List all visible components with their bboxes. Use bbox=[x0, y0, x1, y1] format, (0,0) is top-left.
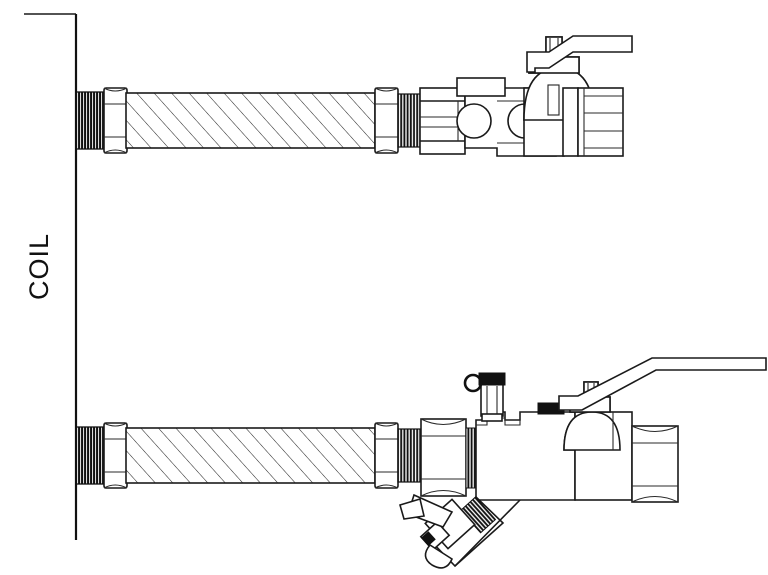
hex-nut-bottom-end bbox=[631, 425, 679, 503]
y-strainer-body bbox=[475, 411, 576, 501]
nipple-top-right bbox=[397, 93, 421, 148]
flex-hose-top bbox=[125, 92, 376, 149]
pt-test-port-1 bbox=[456, 103, 492, 139]
hex-nut-bottom-left bbox=[103, 422, 128, 489]
union-nut-top-end bbox=[562, 87, 624, 157]
nipple-top-left bbox=[75, 91, 106, 150]
hex-nut-top-right bbox=[374, 87, 399, 154]
union-hex-nut-strainer bbox=[420, 418, 467, 497]
lever-handle-top[interactable] bbox=[526, 35, 633, 73]
nipple-bottom-left bbox=[75, 426, 106, 485]
coil-label: COIL bbox=[24, 233, 54, 300]
blowdown-drain-valve[interactable] bbox=[399, 493, 497, 569]
lever-handle-bottom[interactable] bbox=[558, 357, 767, 411]
flex-hose-bottom bbox=[125, 427, 376, 484]
hex-nut-top-left bbox=[103, 87, 128, 154]
coil-label-text: COIL bbox=[24, 233, 54, 300]
air-vent bbox=[463, 372, 506, 422]
lower-return-branch bbox=[75, 357, 767, 569]
nipple-bottom-right bbox=[397, 428, 421, 483]
upper-supply-branch bbox=[75, 35, 633, 157]
hex-nut-bottom-right bbox=[374, 422, 399, 489]
